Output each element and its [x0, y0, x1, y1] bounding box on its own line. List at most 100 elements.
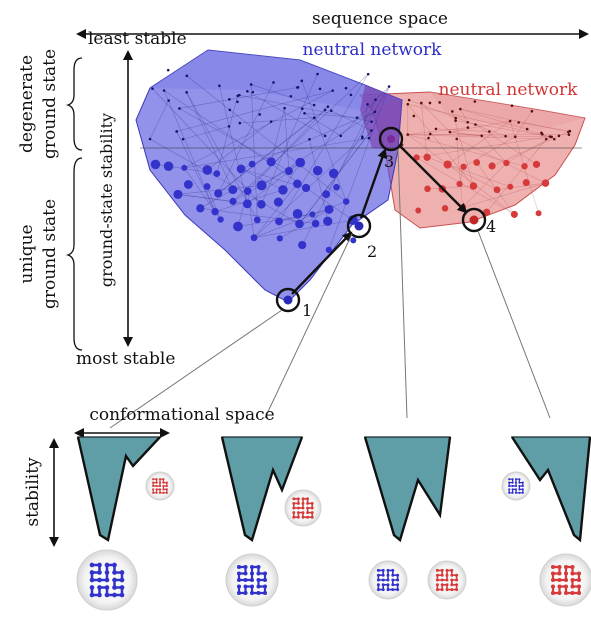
- conformational-space-label: conformational space: [89, 405, 274, 425]
- blue-node: [343, 198, 350, 205]
- red-node: [427, 137, 430, 140]
- blue-node: [272, 81, 275, 84]
- blue-node: [323, 217, 332, 226]
- blue-node: [249, 161, 256, 168]
- red-node: [517, 121, 520, 124]
- blue-node: [149, 138, 152, 141]
- blue-node: [267, 157, 276, 166]
- sequence-space-label: sequence space: [312, 9, 448, 29]
- blue-node: [278, 185, 287, 194]
- blue-node: [298, 241, 306, 249]
- blue-node: [211, 208, 218, 215]
- conformation-medium-blue-3: [369, 561, 407, 599]
- blue-node: [229, 109, 232, 112]
- blue-node: [368, 137, 371, 140]
- blue-node: [204, 183, 211, 190]
- blue-node: [167, 99, 170, 102]
- blue-node: [329, 169, 338, 178]
- red-node: [550, 136, 553, 139]
- landscape-3: [365, 437, 450, 540]
- blue-node: [163, 89, 166, 92]
- blue-node: [313, 166, 323, 176]
- blue-node: [301, 107, 304, 110]
- red-node: [503, 160, 509, 166]
- red-node: [423, 154, 430, 161]
- red-node: [460, 164, 466, 170]
- blue-node: [257, 200, 266, 209]
- red-node: [489, 162, 496, 169]
- blue-node: [233, 222, 243, 232]
- red-node: [504, 135, 507, 138]
- red-node: [438, 101, 441, 104]
- degenerate-brace: [68, 58, 82, 150]
- blue-node: [283, 107, 286, 110]
- blue-node: [309, 211, 315, 217]
- red-node: [531, 110, 534, 113]
- blue-node: [339, 135, 342, 138]
- conformation-large-blue-2: [226, 554, 278, 606]
- most-stable-label: most stable: [76, 349, 175, 369]
- blue-node: [243, 199, 252, 208]
- blue-node: [151, 160, 161, 170]
- blue-node: [370, 120, 373, 123]
- blue-node: [300, 80, 303, 83]
- blue-node: [246, 90, 249, 93]
- red-node: [406, 103, 409, 106]
- blue-node: [250, 83, 253, 86]
- blue-node: [345, 87, 348, 90]
- red-node: [435, 128, 438, 131]
- blue-node: [374, 98, 377, 101]
- blue-node: [217, 216, 223, 222]
- blue-node: [184, 180, 193, 189]
- red-node: [558, 135, 561, 138]
- blue-node: [370, 129, 373, 132]
- red-node: [429, 133, 432, 136]
- landscape-2: [222, 437, 302, 540]
- red-node: [420, 102, 423, 105]
- blue-neutral-network-label: neutral network: [303, 40, 443, 60]
- blue-node: [239, 122, 242, 125]
- blue-node: [313, 116, 316, 119]
- blue-node: [295, 220, 304, 229]
- red-node: [474, 123, 477, 126]
- path-node-3-label: 3: [384, 152, 394, 171]
- blue-node: [366, 103, 369, 106]
- red-node: [523, 179, 530, 186]
- blue-node: [324, 135, 327, 138]
- path-node-4-label: 4: [486, 217, 496, 236]
- red-node: [415, 208, 421, 214]
- conformation-medium-red-2: [285, 490, 321, 526]
- conformation-large-blue-1: [77, 550, 137, 610]
- red-node: [466, 121, 469, 124]
- blue-node: [236, 100, 239, 103]
- red-node: [408, 99, 411, 102]
- red-node: [511, 104, 514, 107]
- blue-node: [322, 190, 330, 198]
- blue-node: [331, 89, 334, 92]
- blue-node: [316, 73, 319, 76]
- blue-node: [290, 95, 293, 98]
- blue-node: [151, 87, 154, 90]
- red-node: [511, 211, 518, 218]
- stability-label: stability: [23, 457, 43, 527]
- conformation-medium-red-3: [428, 561, 466, 599]
- blue-node: [164, 161, 174, 171]
- blue-node: [274, 198, 283, 207]
- blue-node: [229, 198, 236, 205]
- red-node: [541, 133, 544, 136]
- red-node: [473, 159, 480, 166]
- blue-node: [181, 165, 187, 171]
- blue-node: [297, 86, 300, 89]
- blue-node: [167, 69, 170, 72]
- red-node: [509, 120, 512, 123]
- blue-node: [182, 138, 185, 141]
- red-node: [413, 115, 416, 118]
- blue-node: [236, 95, 239, 98]
- blue-node: [324, 109, 327, 112]
- blue-node: [214, 189, 222, 197]
- red-node: [459, 108, 462, 111]
- ground-state-stability-label: ground-state stability: [97, 113, 116, 287]
- red-node: [569, 130, 572, 133]
- blue-node: [327, 105, 330, 108]
